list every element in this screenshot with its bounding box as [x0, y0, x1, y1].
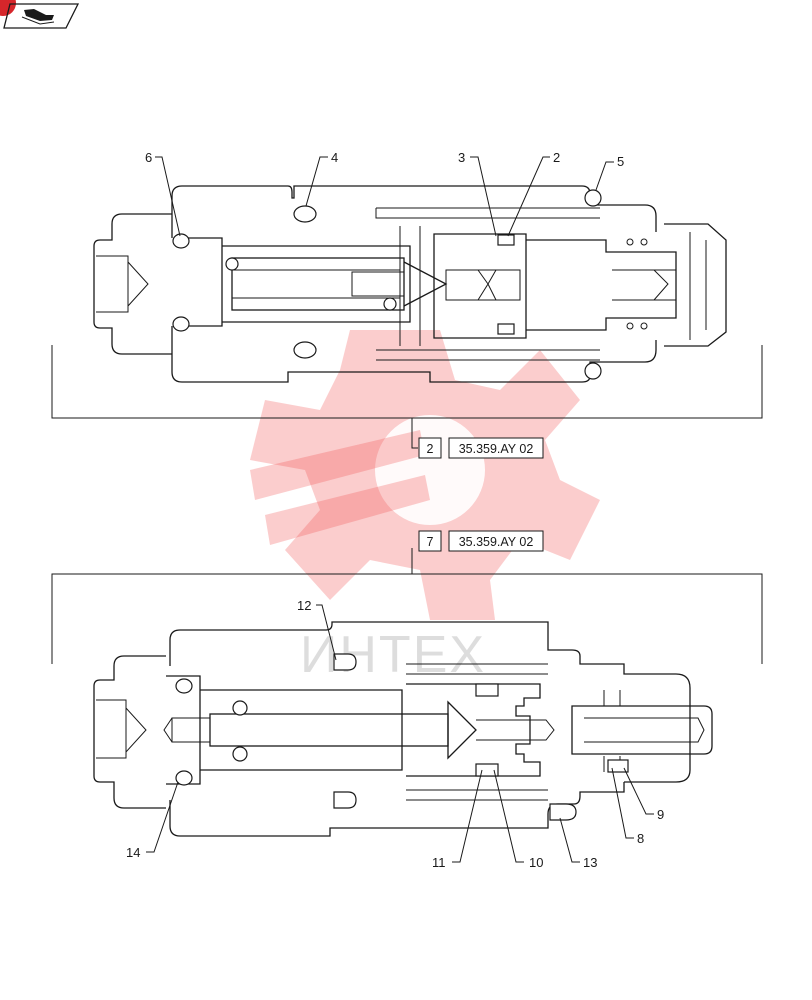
top-bracket — [51, 345, 763, 419]
callout-label: 3 — [458, 150, 465, 165]
callouts-bottom: 12 14 11 10 13 8 9 — [126, 598, 664, 870]
callout-label: 12 — [297, 598, 311, 613]
callout-label: 4 — [331, 150, 338, 165]
callout-label: 9 — [657, 807, 664, 822]
reference-box-item-7[interactable]: 7 35.359.AY 02 — [418, 530, 544, 552]
callout-label: 8 — [637, 831, 644, 846]
callout-label: 10 — [529, 855, 543, 870]
reference-item-number: 2 — [427, 442, 434, 456]
reference-item-number: 7 — [427, 535, 434, 549]
callout-label: 14 — [126, 845, 140, 860]
callout-label: 5 — [617, 154, 624, 169]
callout-label: 13 — [583, 855, 597, 870]
top-valve-assembly — [93, 185, 727, 383]
reference-code: 35.359.AY 02 — [459, 442, 534, 456]
bottom-bracket — [51, 573, 763, 664]
book-icon[interactable] — [0, 0, 80, 29]
callout-label: 11 — [432, 855, 446, 870]
top-bracket-stem — [411, 418, 418, 449]
callouts-top: 6 4 3 2 5 — [145, 150, 624, 237]
callout-label: 2 — [553, 150, 560, 165]
reference-box-item-2[interactable]: 2 35.359.AY 02 — [418, 437, 544, 459]
reference-code: 35.359.AY 02 — [459, 535, 534, 549]
callout-label: 6 — [145, 150, 152, 165]
watermark-text: ИНТЕХ — [300, 626, 486, 684]
bottom-valve-assembly — [93, 621, 713, 837]
